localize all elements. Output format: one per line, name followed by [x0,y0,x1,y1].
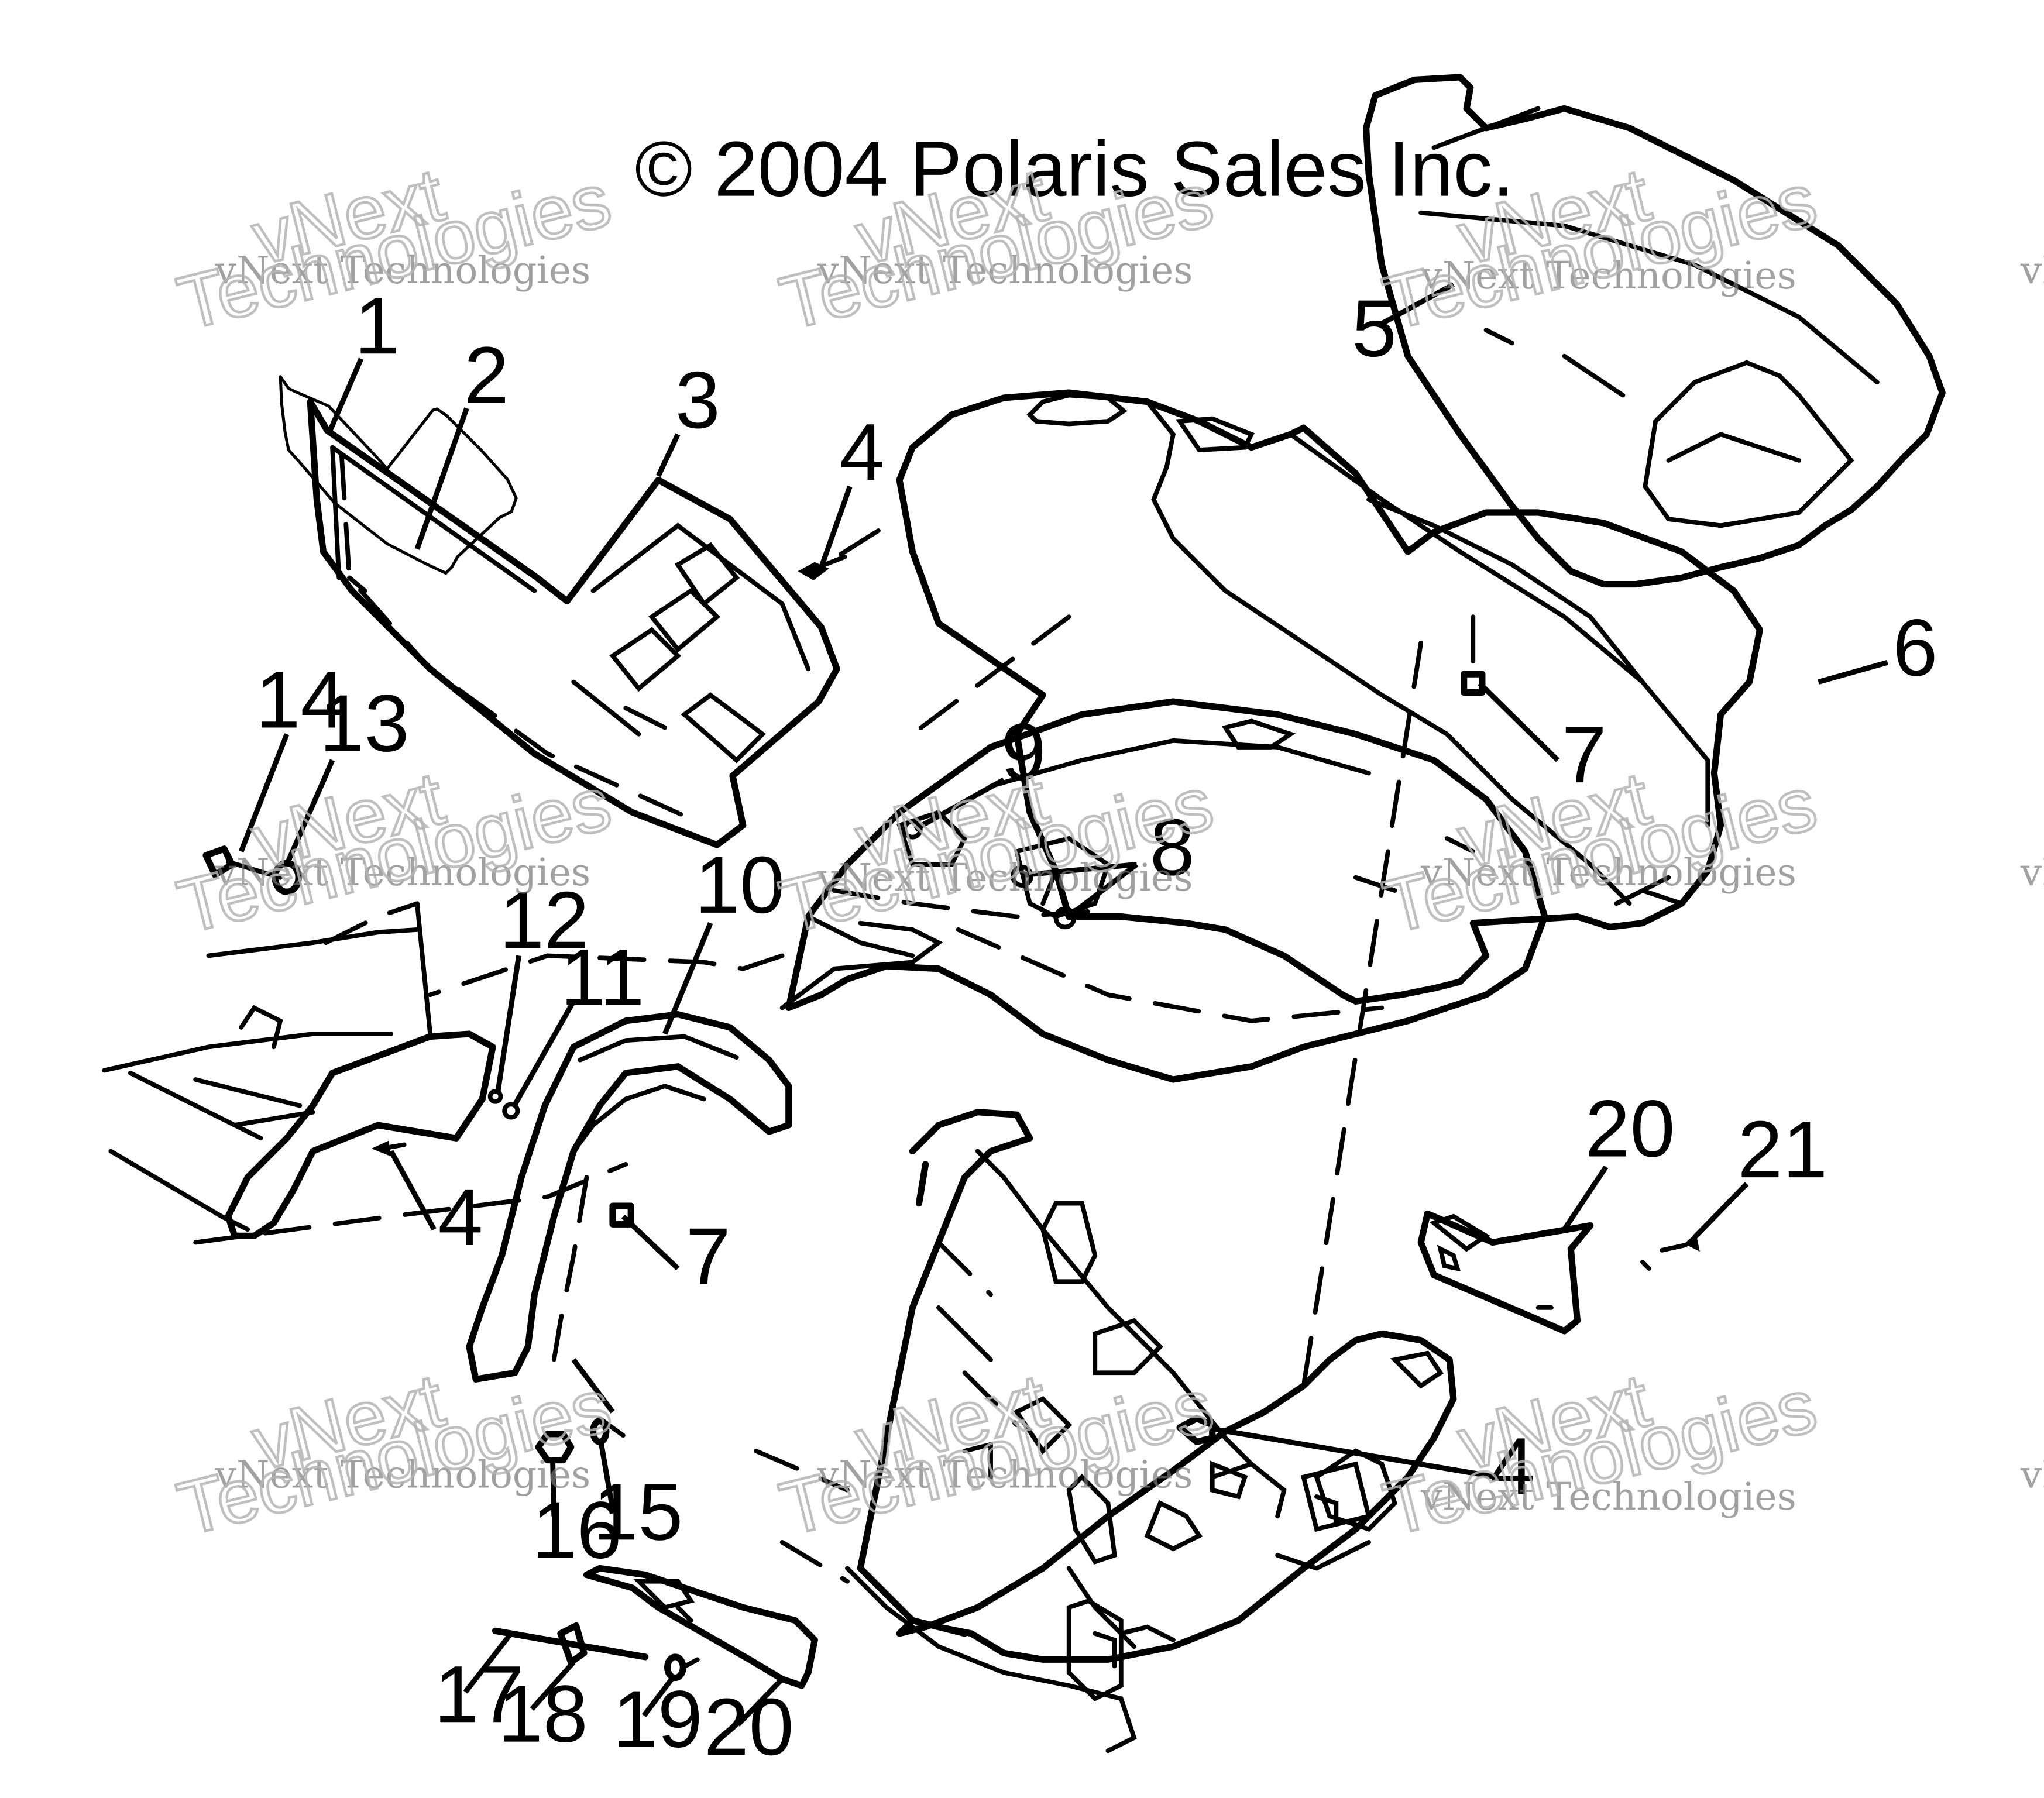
callout-14: 14 [256,655,346,745]
callout-3: 3 [675,355,720,445]
callout-16: 16 [532,1486,622,1576]
callout-17: 17 [434,1649,524,1739]
svg-text:vNext Technologies: vNext Technologies [1420,851,1796,895]
callout-7-left: 7 [686,1212,731,1302]
alignment-lines [428,523,1651,1438]
callout-7: 7 [1562,710,1607,800]
callout-6: 6 [1893,603,1938,693]
watermark-edge-right: vNext vNext vNext [2020,249,2044,1497]
callout-labels: 1 2 3 4 5 6 7 9 8 14 13 10 12 11 4 7 20 … [256,281,1938,1772]
svg-text:vNext: vNext [2020,1453,2044,1497]
callout-9: 9 [1001,707,1046,797]
callout-13: 13 [320,679,410,769]
bracket-20-upper [1417,1210,1594,1335]
callout-19: 19 [613,1675,703,1765]
svg-text:vNext Technologies: vNext Technologies [1420,254,1796,298]
svg-text:vNext Technologies: vNext Technologies [817,856,1193,900]
rear-cover-part [1363,74,1946,588]
bracket-20-lower [583,1565,818,1689]
callout-18: 18 [498,1669,588,1759]
fasteners [202,554,1700,1682]
front-fender-part [779,698,1548,1083]
callout-15: 15 [593,1467,683,1557]
svg-text:vNext Technologies: vNext Technologies [817,249,1193,293]
leader-lines [238,282,1888,1727]
callout-8: 8 [1150,802,1195,892]
svg-text:vNext Technologies: vNext Technologies [215,1453,591,1497]
callout-2: 2 [464,331,509,421]
callout-4-lower: 4 [1490,1421,1535,1511]
watermark-middle-right: vNext vNext Technologies Technologies [1375,754,1826,950]
svg-text:vNext Technologies: vNext Technologies [1420,1475,1796,1519]
svg-text:vNext Technologies: vNext Technologies [215,249,591,293]
svg-text:vNext: vNext [2020,249,2044,293]
svg-text:vNext Technologies: vNext Technologies [817,1453,1193,1497]
callout-11: 11 [561,933,644,1023]
callout-4: 4 [840,407,885,497]
callout-1: 1 [355,281,400,371]
svg-text:vNext Technologies: vNext Technologies [215,851,591,895]
side-panel-part [279,375,840,848]
callout-12: 12 [499,875,589,965]
callout-4-left: 4 [438,1173,483,1263]
watermark-bottom-right: vNext vNext Technologies Technologies [1375,1357,1826,1553]
callout-20-upper: 20 [1585,1084,1675,1174]
rear-fender-part [896,389,1763,1005]
fender-flare-part [466,1011,792,1383]
callout-20-lower: 20 [704,1682,794,1772]
callout-5: 5 [1352,284,1397,374]
footwell-part [102,901,628,1245]
svg-text:vNext: vNext [2020,851,2044,895]
frame-part [754,1109,1457,1754]
callout-10: 10 [695,840,785,930]
callout-21: 21 [1737,1105,1827,1195]
